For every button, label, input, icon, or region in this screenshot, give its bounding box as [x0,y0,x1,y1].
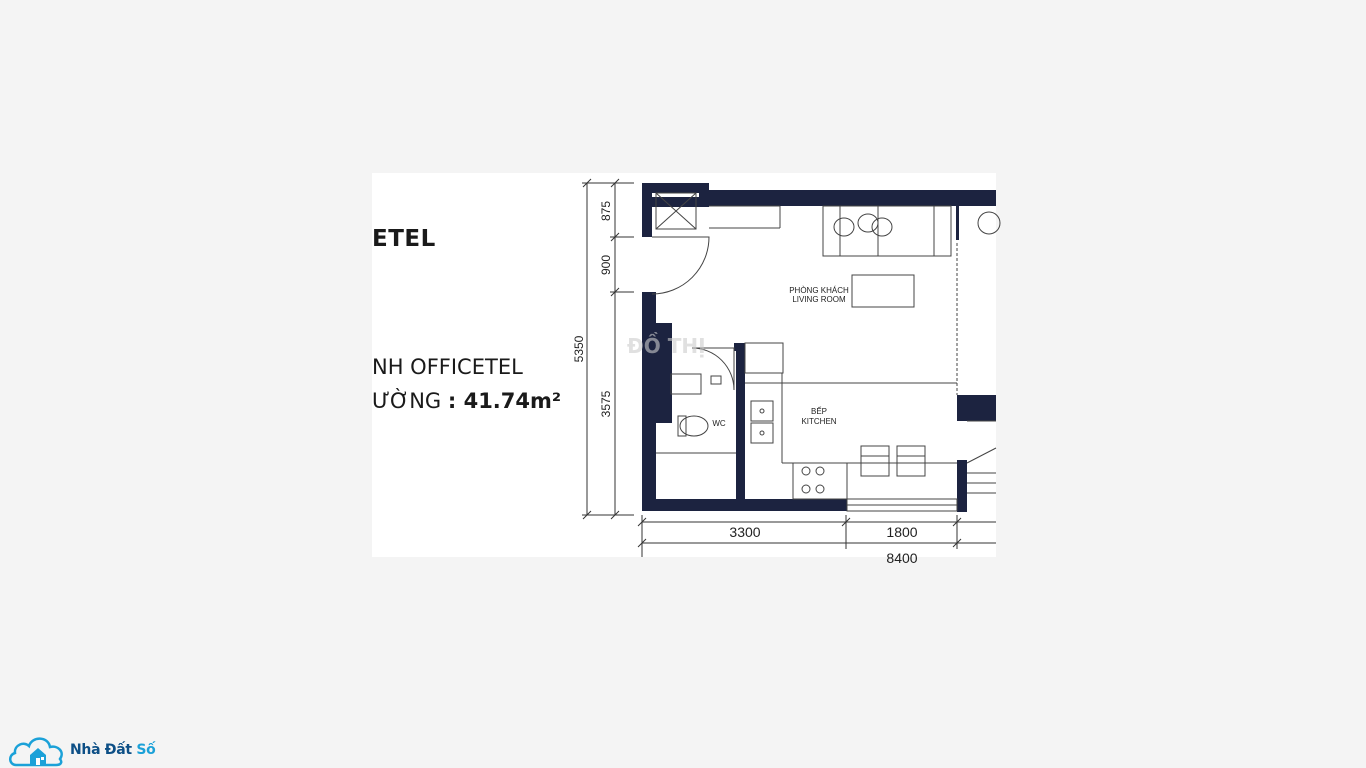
walls [642,183,996,512]
dim-3300: 3300 [729,524,760,540]
dim-5350: 5350 [572,335,586,362]
floor-plan-drawing: 875 900 5350 3575 3300 1800 8400 [572,178,1001,566]
plan-subtitle-fragment: NH OFFICETEL [372,355,523,379]
area-value: : 41.74m² [447,389,562,413]
cloud-house-icon [9,737,63,767]
room-outlines [651,192,1001,512]
kitchen-label-vi: BẾP [811,406,827,416]
living-room-label-en: LIVING ROOM [792,295,846,304]
dim-875: 875 [599,201,613,221]
dim-8400: 8400 [886,550,917,566]
brand-name-part2: Số [136,742,156,758]
plan-title-fragment: ETEL [372,226,436,252]
dim-900: 900 [599,255,613,275]
watermark: ĐỒ THỊ [627,332,706,358]
wc-label: WC [712,419,726,428]
brand-name-part1: Nhà Đất [70,742,137,758]
kitchen-label-en: KITCHEN [801,417,836,426]
area-label-fragment: ƯỜNG [372,389,442,413]
brand-logo[interactable]: Nhà Đất Số [8,733,156,767]
floor-plan-image: ETEL NH OFFICETEL ƯỜNG : 41.74m² 875 900… [372,173,1001,566]
left-dimension-lines [582,178,634,520]
brand-name: Nhà Đất Số [70,742,156,758]
fixtures [677,213,893,494]
dim-3575: 3575 [599,390,613,417]
bottom-dimension-lines [637,515,996,557]
plan-area-line: ƯỜNG : 41.74m² [372,389,561,413]
living-room-label-vi: PHÒNG KHÁCH [789,286,849,295]
dim-1800: 1800 [886,524,917,540]
